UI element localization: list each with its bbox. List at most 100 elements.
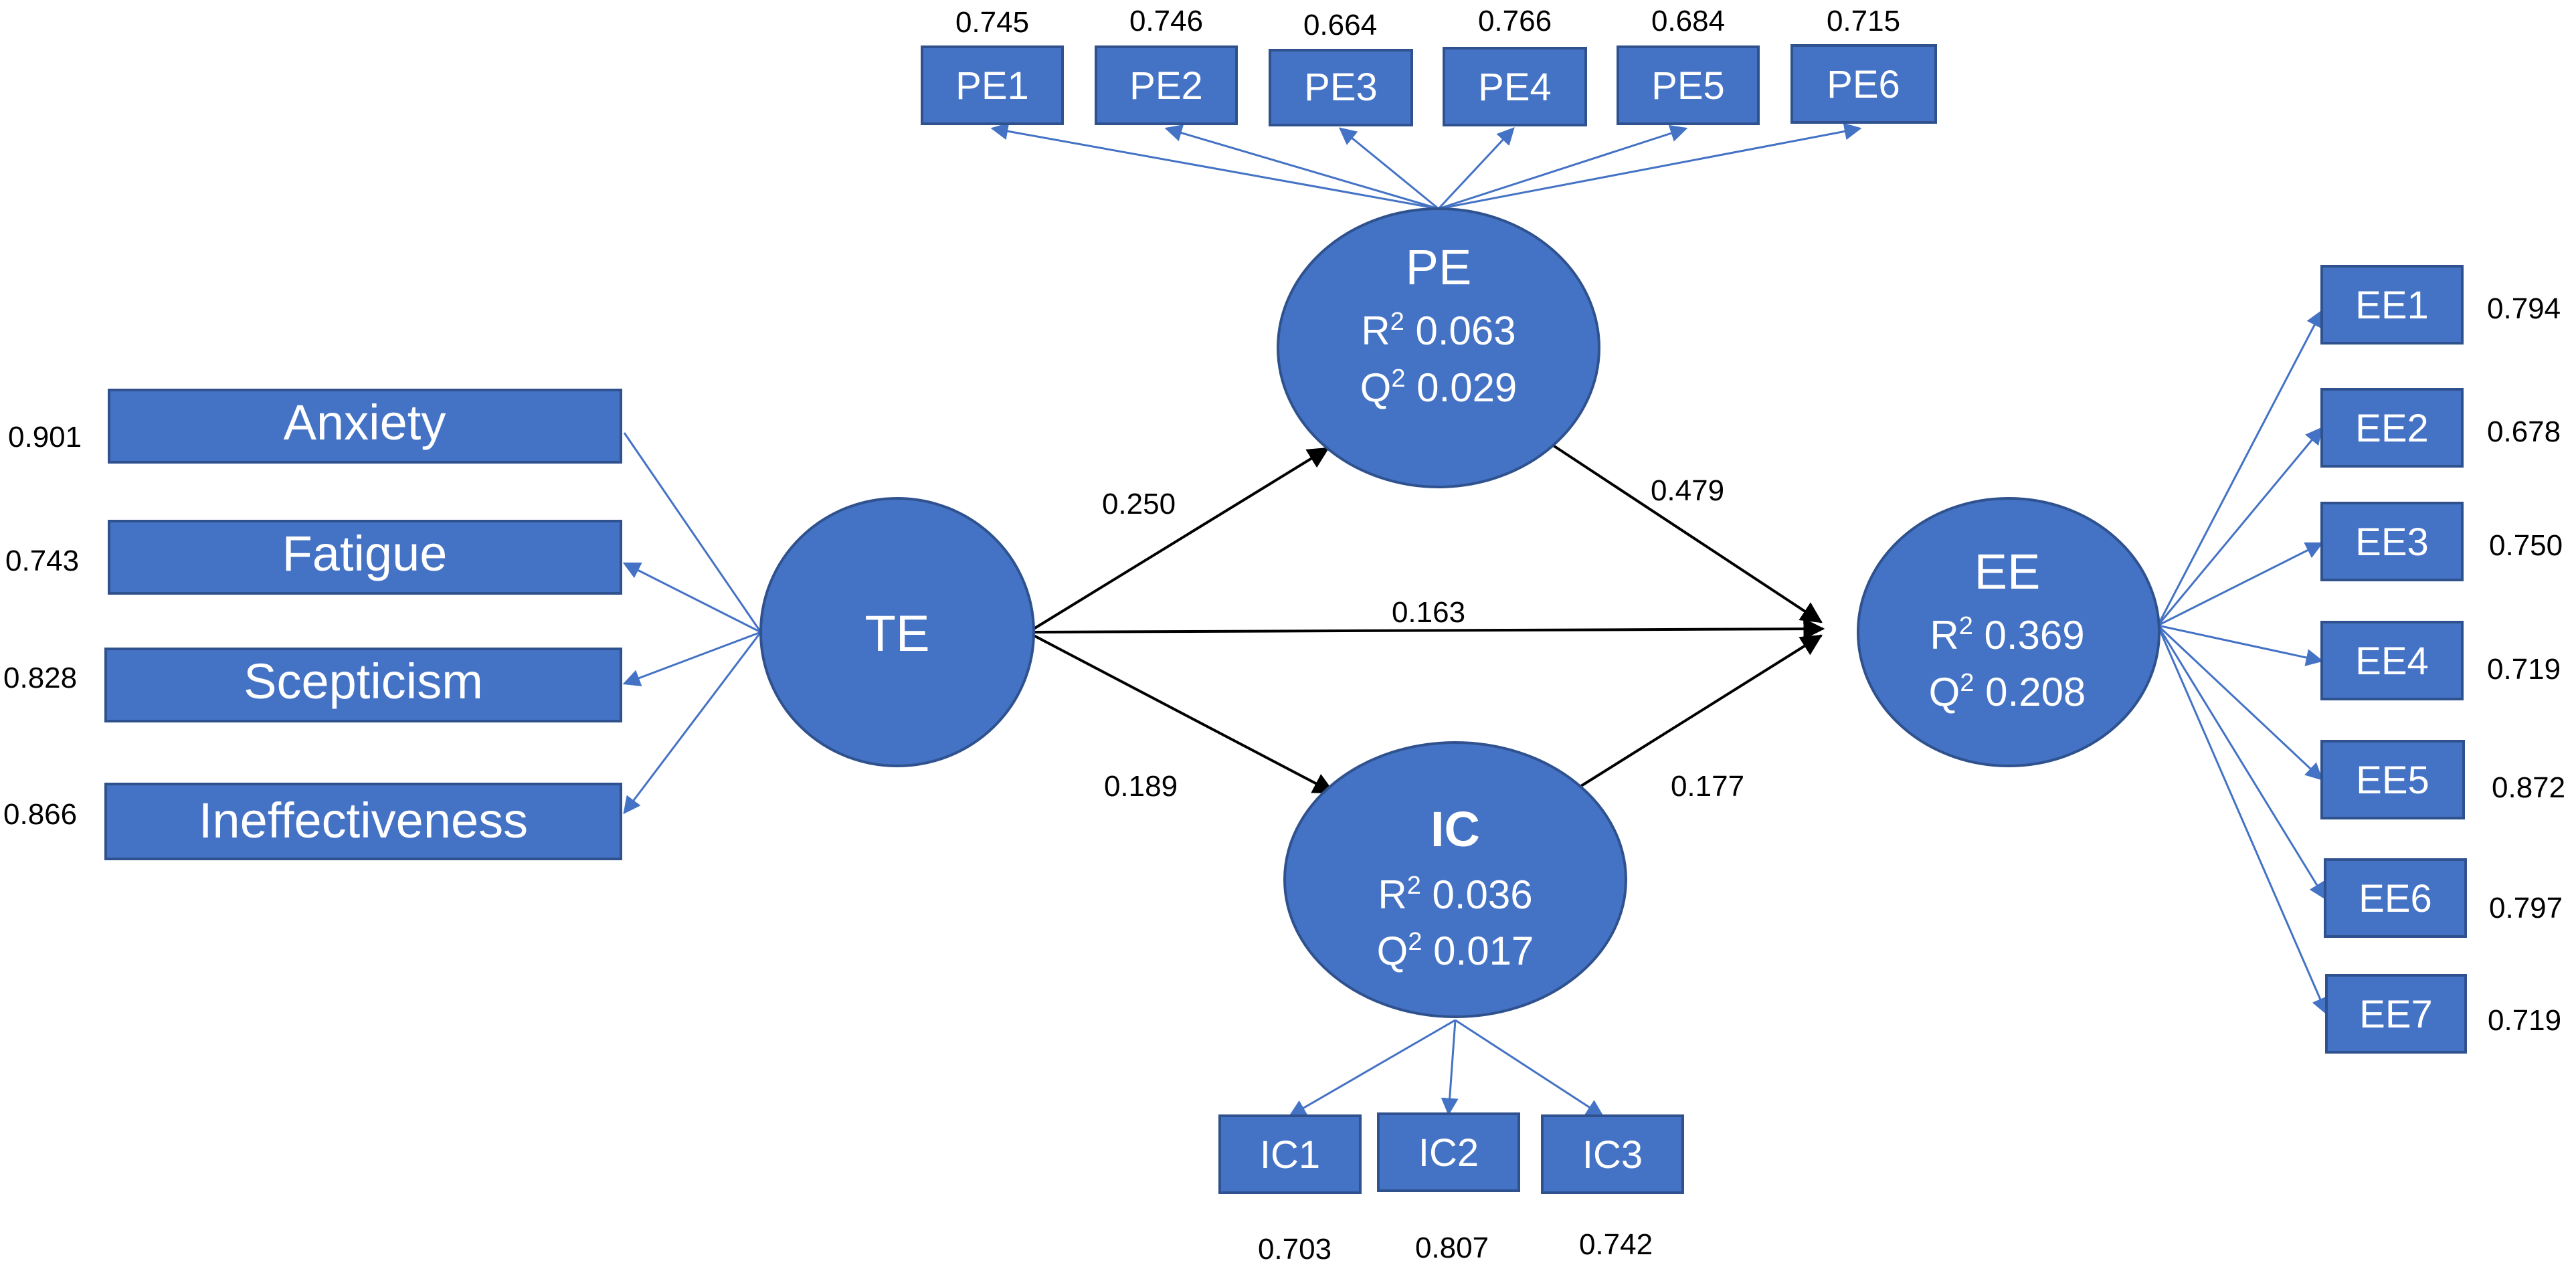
path-coefficients: 0.250 0.189 0.163 0.479 0.177	[1102, 474, 1744, 803]
indicator-box	[104, 783, 622, 860]
indicator-box	[1095, 45, 1238, 125]
indicator-loading: 0.743	[5, 545, 79, 577]
arrow-te-ineffectiveness	[623, 631, 762, 815]
indicator-box	[1617, 45, 1760, 125]
indicator-pe5: PE5 0.684	[1617, 5, 1760, 125]
arrow-te-anxiety	[623, 432, 762, 633]
arrow-ic-ic3	[1455, 1019, 1604, 1117]
indicator-loading: 0.664	[1303, 9, 1377, 41]
indicator-scepticism: Scepticism 0.828	[3, 648, 622, 722]
indicator-box	[1269, 49, 1413, 126]
indicator-loading: 0.719	[2487, 653, 2561, 686]
construct-ellipse	[759, 497, 1035, 767]
indicator-pe1: PE1 0.745	[921, 6, 1064, 125]
construct-label: PE	[1406, 239, 1472, 295]
indicator-box	[1377, 1112, 1520, 1192]
arrow-ee-ee4	[2157, 624, 2324, 666]
indicator-ee3: EE3 0.750	[2320, 502, 2563, 581]
coef-te-pe: 0.250	[1102, 488, 1176, 520]
r-squared: R2 0.063	[1361, 308, 1515, 353]
indicator-loading: 0.742	[1579, 1228, 1653, 1261]
indicator-pe6: PE6 0.715	[1790, 5, 1937, 124]
indicator-box	[1541, 1114, 1684, 1194]
arrow-te-fatigue	[622, 562, 761, 633]
construct-ic: IC R2 0.036 Q2 0.017	[1283, 741, 1627, 1018]
indicator-box	[1790, 44, 1937, 124]
path-pe-ee	[1551, 444, 1823, 623]
indicator-box	[921, 45, 1064, 125]
indicator-ic3: IC3 0.742	[1541, 1114, 1684, 1261]
coef-te-ic: 0.189	[1104, 770, 1178, 803]
indicator-ic2: IC2 0.807	[1377, 1112, 1520, 1264]
coef-te-ee: 0.163	[1392, 596, 1465, 629]
indicator-label: PE6	[1827, 63, 1900, 106]
r-squared: R2 0.036	[1378, 872, 1532, 917]
indicator-label: PE5	[1651, 64, 1725, 108]
arrow-ee-ee6	[2156, 625, 2326, 900]
q-squared: Q2 0.208	[1929, 669, 2086, 714]
indicator-ee2: EE2 0.678	[2320, 388, 2561, 468]
coef-ic-ee: 0.177	[1671, 770, 1744, 803]
indicator-loading: 0.901	[8, 421, 82, 454]
indicator-loading: 0.719	[2488, 1004, 2561, 1037]
indicator-ee7: EE7 0.719	[2325, 974, 2561, 1054]
indicator-anxiety: Anxiety 0.901	[8, 389, 622, 464]
path-te-pe	[1032, 447, 1329, 630]
indicator-loading: 0.746	[1129, 5, 1203, 37]
indicator-label: EE7	[2359, 993, 2433, 1036]
construct-label: IC	[1431, 801, 1480, 857]
indicator-label: EE2	[2355, 407, 2429, 450]
r-squared: R2 0.369	[1930, 612, 2084, 658]
indicator-label: EE4	[2355, 640, 2429, 683]
path-ic-ee	[1574, 634, 1823, 791]
construct-ellipse	[1283, 741, 1627, 1018]
indicator-label: Anxiety	[284, 395, 446, 450]
arrow-pe-pe1	[990, 122, 1439, 210]
arrow-ee-ee2	[2156, 426, 2323, 626]
indicator-loading: 0.828	[3, 662, 77, 694]
indicator-loading: 0.797	[2489, 892, 2563, 924]
indicator-box	[2320, 502, 2464, 581]
ee-indicators: EE1 0.794 EE2 0.678 EE3 0.750 EE4 0.719 …	[2320, 265, 2565, 1054]
indicator-label: EE3	[2355, 520, 2429, 564]
indicator-label: PE3	[1304, 66, 1378, 109]
pe-indicators: PE1 0.745 PE2 0.746 PE3 0.664 PE4 0.766 …	[921, 5, 1937, 126]
indicator-box	[108, 520, 622, 595]
arrow-te-scepticism	[622, 631, 761, 686]
indicator-box	[2320, 388, 2464, 468]
q-squared: Q2 0.029	[1360, 365, 1517, 410]
indicator-pe4: PE4 0.766	[1443, 5, 1587, 126]
indicator-loading: 0.745	[955, 6, 1029, 39]
arrow-ee-ee1	[2156, 309, 2323, 626]
ic-indicators: IC1 0.703 IC2 0.807 IC3 0.742	[1218, 1112, 1684, 1266]
arrow-ee-ee5	[2156, 624, 2323, 781]
indicator-pe2: PE2 0.746	[1095, 5, 1238, 125]
indicator-ee6: EE6 0.797	[2324, 858, 2563, 938]
indicator-loading: 0.794	[2487, 292, 2561, 325]
indicator-ineffectiveness: Ineffectiveness 0.866	[3, 783, 622, 860]
path-te-ic	[1033, 634, 1336, 794]
indicator-label: IC3	[1582, 1133, 1643, 1177]
indicator-box	[1443, 47, 1587, 126]
construct-ellipse	[1857, 497, 2160, 767]
indicator-loading: 0.684	[1651, 5, 1725, 37]
indicator-label: Scepticism	[244, 654, 483, 709]
arrow-pe-pe2	[1164, 124, 1439, 210]
indicator-box	[108, 389, 622, 464]
pe-indicator-arrows	[990, 122, 1862, 210]
indicator-box	[2324, 858, 2467, 938]
indicator-ee5: EE5 0.872	[2320, 740, 2565, 819]
indicator-box	[2320, 265, 2464, 345]
arrow-pe-pe6	[1438, 122, 1862, 210]
arrow-ee-ee3	[2157, 542, 2324, 627]
structural-paths	[1032, 444, 1825, 794]
arrow-ic-ic1	[1288, 1019, 1456, 1117]
indicator-fatigue: Fatigue 0.743	[5, 520, 622, 595]
indicator-box	[2320, 621, 2464, 700]
path-te-ee	[1033, 618, 1825, 640]
indicator-label: EE1	[2355, 284, 2429, 327]
construct-ellipse	[1277, 207, 1600, 488]
indicator-label: PE1	[955, 64, 1029, 108]
ee-indicator-arrows	[2156, 309, 2328, 1015]
